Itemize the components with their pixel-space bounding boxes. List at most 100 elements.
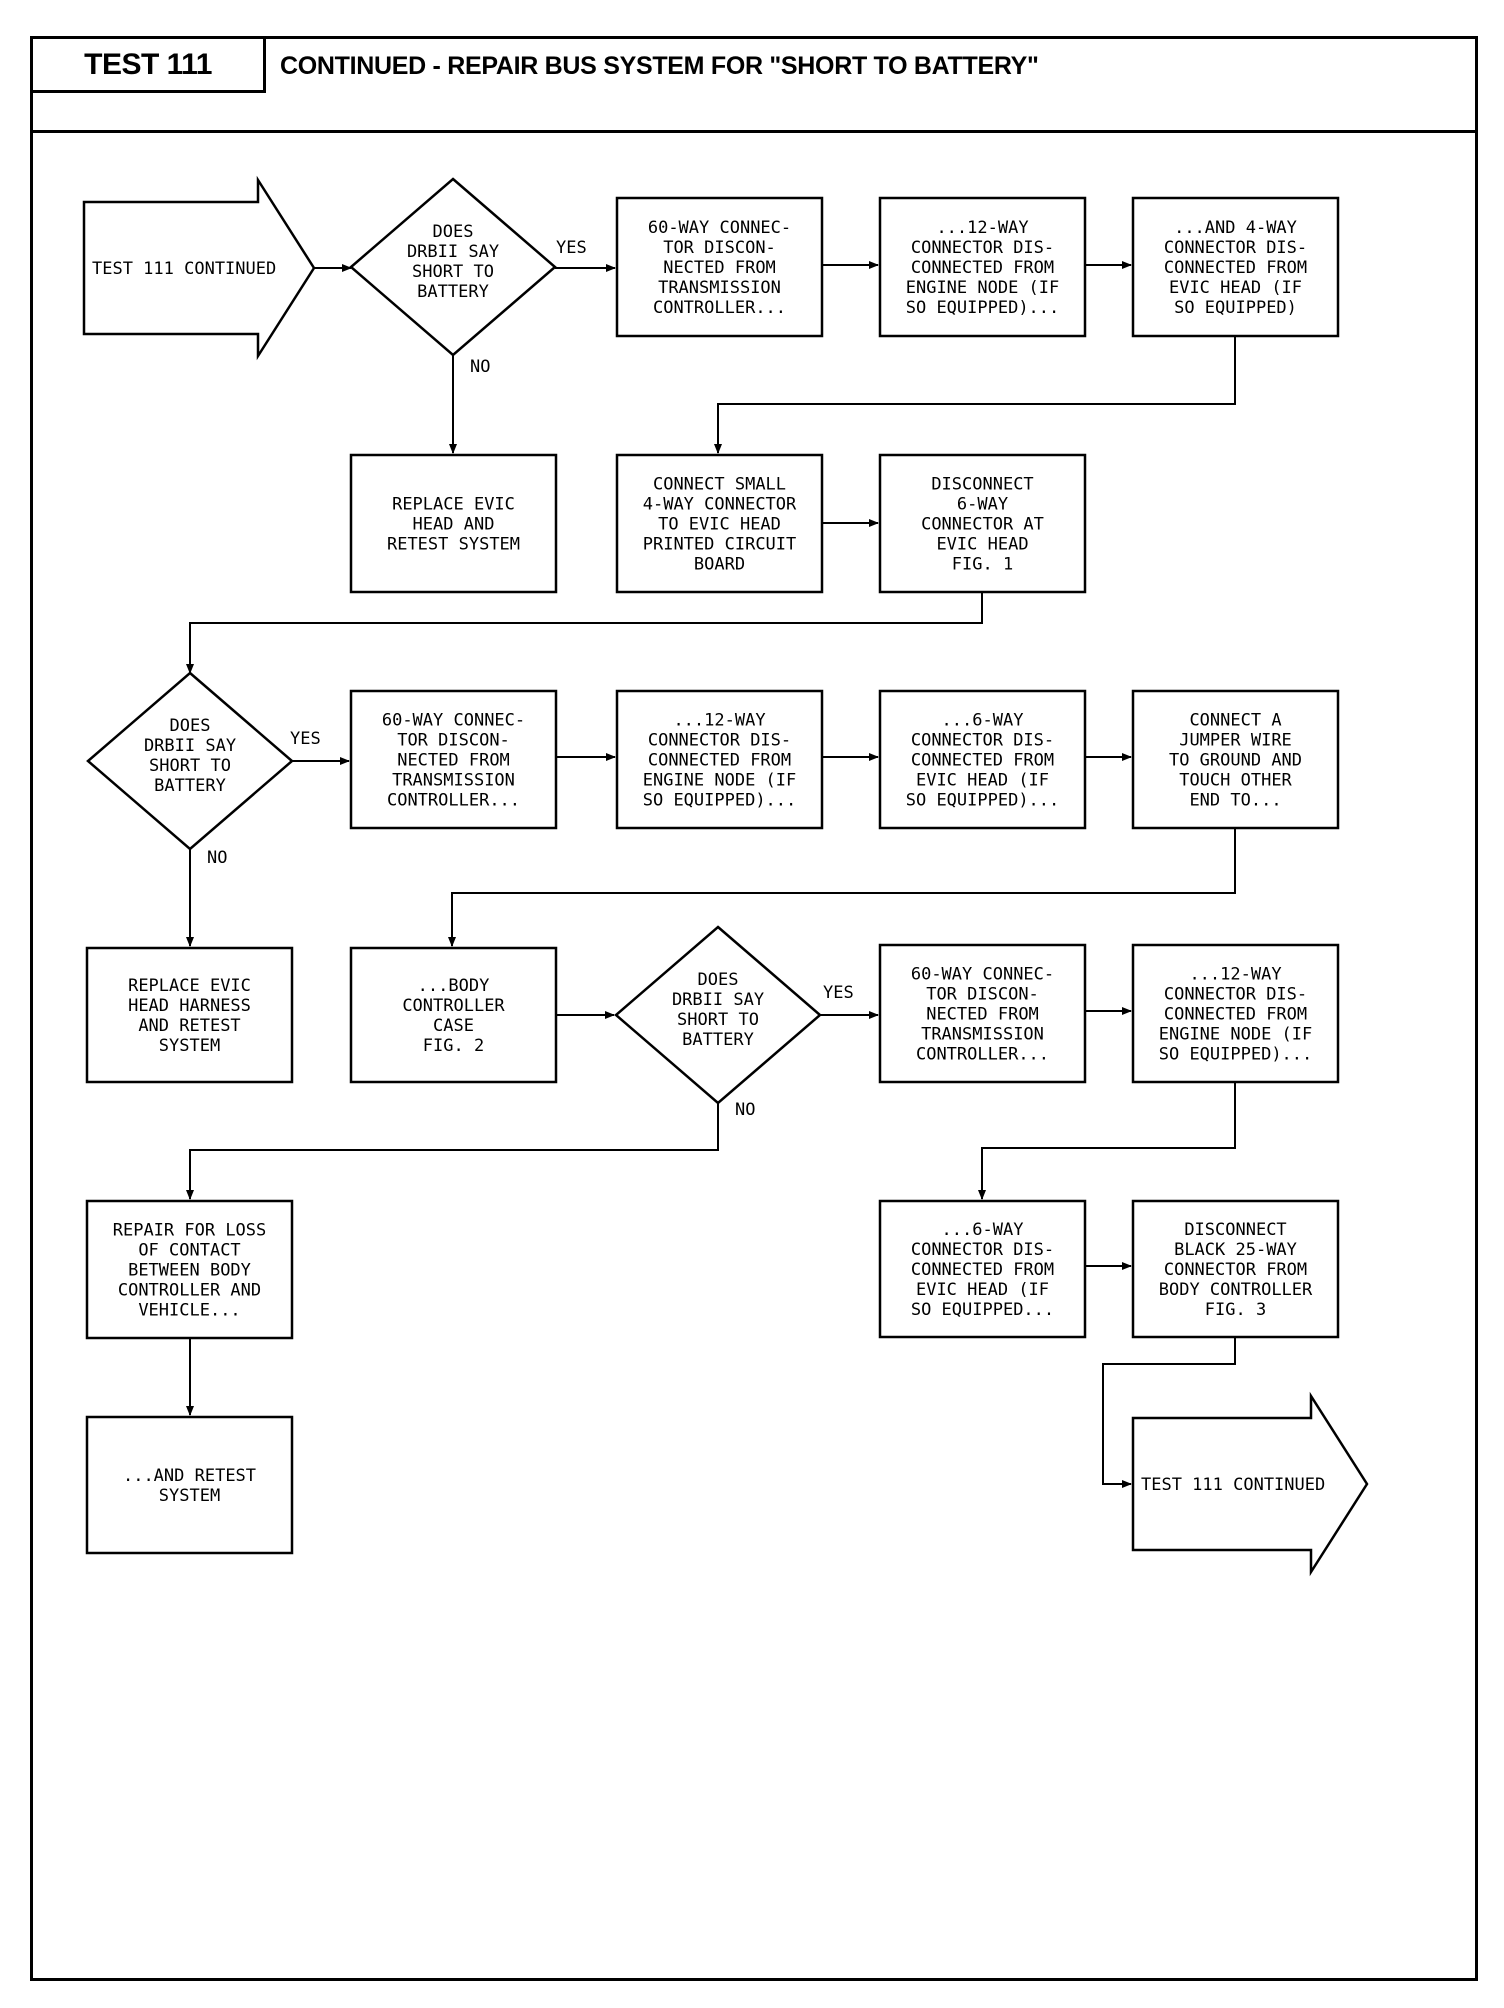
decision-1-line-4: BATTERY	[417, 282, 489, 302]
decision-2-line-1: DOES	[170, 716, 211, 736]
replace-evic-head-line-2: HEAD AND	[413, 515, 495, 535]
r1-step-60way	[615, 196, 824, 338]
r4-step-60way-line-2: TOR DISCON-	[926, 985, 1039, 1005]
r3-step-12way-line-3: CONNECTED FROM	[648, 751, 791, 771]
body-controller-case-line-3: CASE	[433, 1016, 474, 1036]
repair-loss-contact-line-4: CONTROLLER AND	[118, 1281, 261, 1301]
r1-step-60way-line-1: 60-WAY CONNEC-	[648, 218, 791, 238]
connect-small-4way-line-5: BOARD	[694, 555, 745, 575]
no-label-2: NO	[207, 848, 227, 868]
conn-r1b3-connect	[714, 336, 1236, 454]
test-number-label: TEST 111	[33, 39, 266, 93]
end-arrow-label: TEST 111 CONTINUED	[1141, 1475, 1325, 1495]
no-label-3: NO	[735, 1100, 755, 1120]
repair-loss-contact-line-3: BETWEEN BODY	[128, 1261, 251, 1281]
decision-1-line-1: DOES	[433, 222, 474, 242]
yes-label-3: YES	[823, 983, 854, 1003]
and-retest-system	[85, 1415, 294, 1555]
repair-loss-contact-line-5: VEHICLE...	[138, 1301, 240, 1321]
r1-step-60way-text: 60-WAY CONNEC-TOR DISCON-NECTED FROMTRAN…	[648, 218, 791, 318]
disconnect-6way-evic-line-5: FIG. 1	[952, 555, 1013, 575]
replace-harness	[85, 946, 294, 1084]
body-controller-case-line-4: FIG. 2	[423, 1036, 484, 1056]
decision-3-line-3: SHORT TO	[677, 1010, 759, 1030]
repair-loss-contact-line-2: OF CONTACT	[138, 1241, 240, 1261]
conn-disc6-d2	[186, 592, 983, 674]
r3-step-60way-line-1: 60-WAY CONNEC-	[382, 711, 525, 731]
r3-step-6way	[878, 689, 1087, 830]
disconnect-6way-evic-line-1: DISCONNECT	[931, 475, 1033, 495]
r1-step-4way-line-3: CONNECTED FROM	[1164, 258, 1307, 278]
disconnect-black-25way-line-2: BLACK 25-WAY	[1174, 1240, 1297, 1260]
r1-step-12way-line-1: ...12-WAY	[936, 218, 1028, 238]
r3-step-6way-line-3: CONNECTED FROM	[911, 751, 1054, 771]
disconnect-6way-evic-line-2: 6-WAY	[957, 495, 1008, 515]
r1-step-4way-line-1: ...AND 4-WAY	[1174, 218, 1297, 238]
jumper-wire-line-1: CONNECT A	[1189, 711, 1281, 731]
jumper-wire-line-2: JUMPER WIRE	[1179, 731, 1292, 751]
start-arrow	[82, 175, 316, 361]
header-bar	[30, 36, 1478, 133]
r3-step-12way-line-4: ENGINE NODE (IF	[643, 771, 797, 791]
disconnect-black-25way-line-5: FIG. 3	[1205, 1300, 1266, 1320]
disconnect-6way-evic-line-4: EVIC HEAD	[936, 535, 1028, 555]
r4-step-12way-line-5: SO EQUIPPED)...	[1159, 1045, 1313, 1065]
r1-step-60way-line-3: NECTED FROM	[663, 258, 776, 278]
r3-step-60way-line-4: TRANSMISSION	[392, 771, 515, 791]
and-retest-system-line-2: SYSTEM	[159, 1486, 220, 1506]
r1-step-60way-line-5: CONTROLLER...	[653, 298, 786, 318]
r4-step-12way-line-4: ENGINE NODE (IF	[1159, 1025, 1313, 1045]
r5-step-6way-line-4: EVIC HEAD (IF	[916, 1280, 1049, 1300]
r4-step-60way-line-4: TRANSMISSION	[921, 1025, 1044, 1045]
r1-step-4way-line-5: SO EQUIPPED)	[1174, 298, 1297, 318]
connect-small-4way-line-1: CONNECT SMALL	[653, 475, 786, 495]
r1-step-12way-line-3: CONNECTED FROM	[911, 258, 1054, 278]
conn-r4b2-r5b1	[978, 1082, 1236, 1200]
r3-step-12way-line-2: CONNECTOR DIS-	[648, 731, 791, 751]
disconnect-black-25way-line-3: CONNECTOR FROM	[1164, 1260, 1307, 1280]
replace-harness-line-1: REPLACE EVIC	[128, 976, 251, 996]
no-label-1: NO	[470, 357, 490, 377]
repair-loss-contact-line-1: REPAIR FOR LOSS	[113, 1221, 267, 1241]
end-arrow	[1131, 1391, 1369, 1577]
replace-harness-line-2: HEAD HARNESS	[128, 996, 251, 1016]
r1-step-12way-line-2: CONNECTOR DIS-	[911, 238, 1054, 258]
jumper-wire-line-3: TO GROUND AND	[1169, 751, 1302, 771]
replace-evic-head-line-3: RETEST SYSTEM	[387, 535, 520, 555]
conn-black-end	[1102, 1337, 1236, 1488]
r5-step-6way-line-3: CONNECTED FROM	[911, 1260, 1054, 1280]
r5-step-6way-line-5: SO EQUIPPED...	[911, 1300, 1054, 1320]
r3-step-12way-line-1: ...12-WAY	[673, 711, 765, 731]
r5-step-6way-line-2: CONNECTOR DIS-	[911, 1240, 1054, 1260]
r4-step-60way-line-3: NECTED FROM	[926, 1005, 1039, 1025]
connect-small-4way-line-4: PRINTED CIRCUIT	[643, 535, 797, 555]
r1-step-4way-line-4: EVIC HEAD (IF	[1169, 278, 1302, 298]
disconnect-6way-evic-line-3: CONNECTOR AT	[921, 515, 1044, 535]
decision-1-line-2: DRBII SAY	[407, 242, 499, 262]
r3-step-60way-line-5: CONTROLLER...	[387, 791, 520, 811]
r1-step-12way-line-4: ENGINE NODE (IF	[906, 278, 1060, 298]
r4-step-12way-line-1: ...12-WAY	[1189, 965, 1281, 985]
r3-step-6way-line-1: ...6-WAY	[942, 711, 1024, 731]
jumper-wire-line-5: END TO...	[1189, 791, 1281, 811]
yes-label-2: YES	[290, 729, 321, 749]
r3-step-60way	[349, 689, 558, 830]
yes-label-1: YES	[556, 238, 587, 258]
replace-harness-line-3: AND RETEST	[138, 1016, 240, 1036]
r3-step-60way-line-2: TOR DISCON-	[397, 731, 510, 751]
r3-step-12way	[615, 689, 824, 830]
